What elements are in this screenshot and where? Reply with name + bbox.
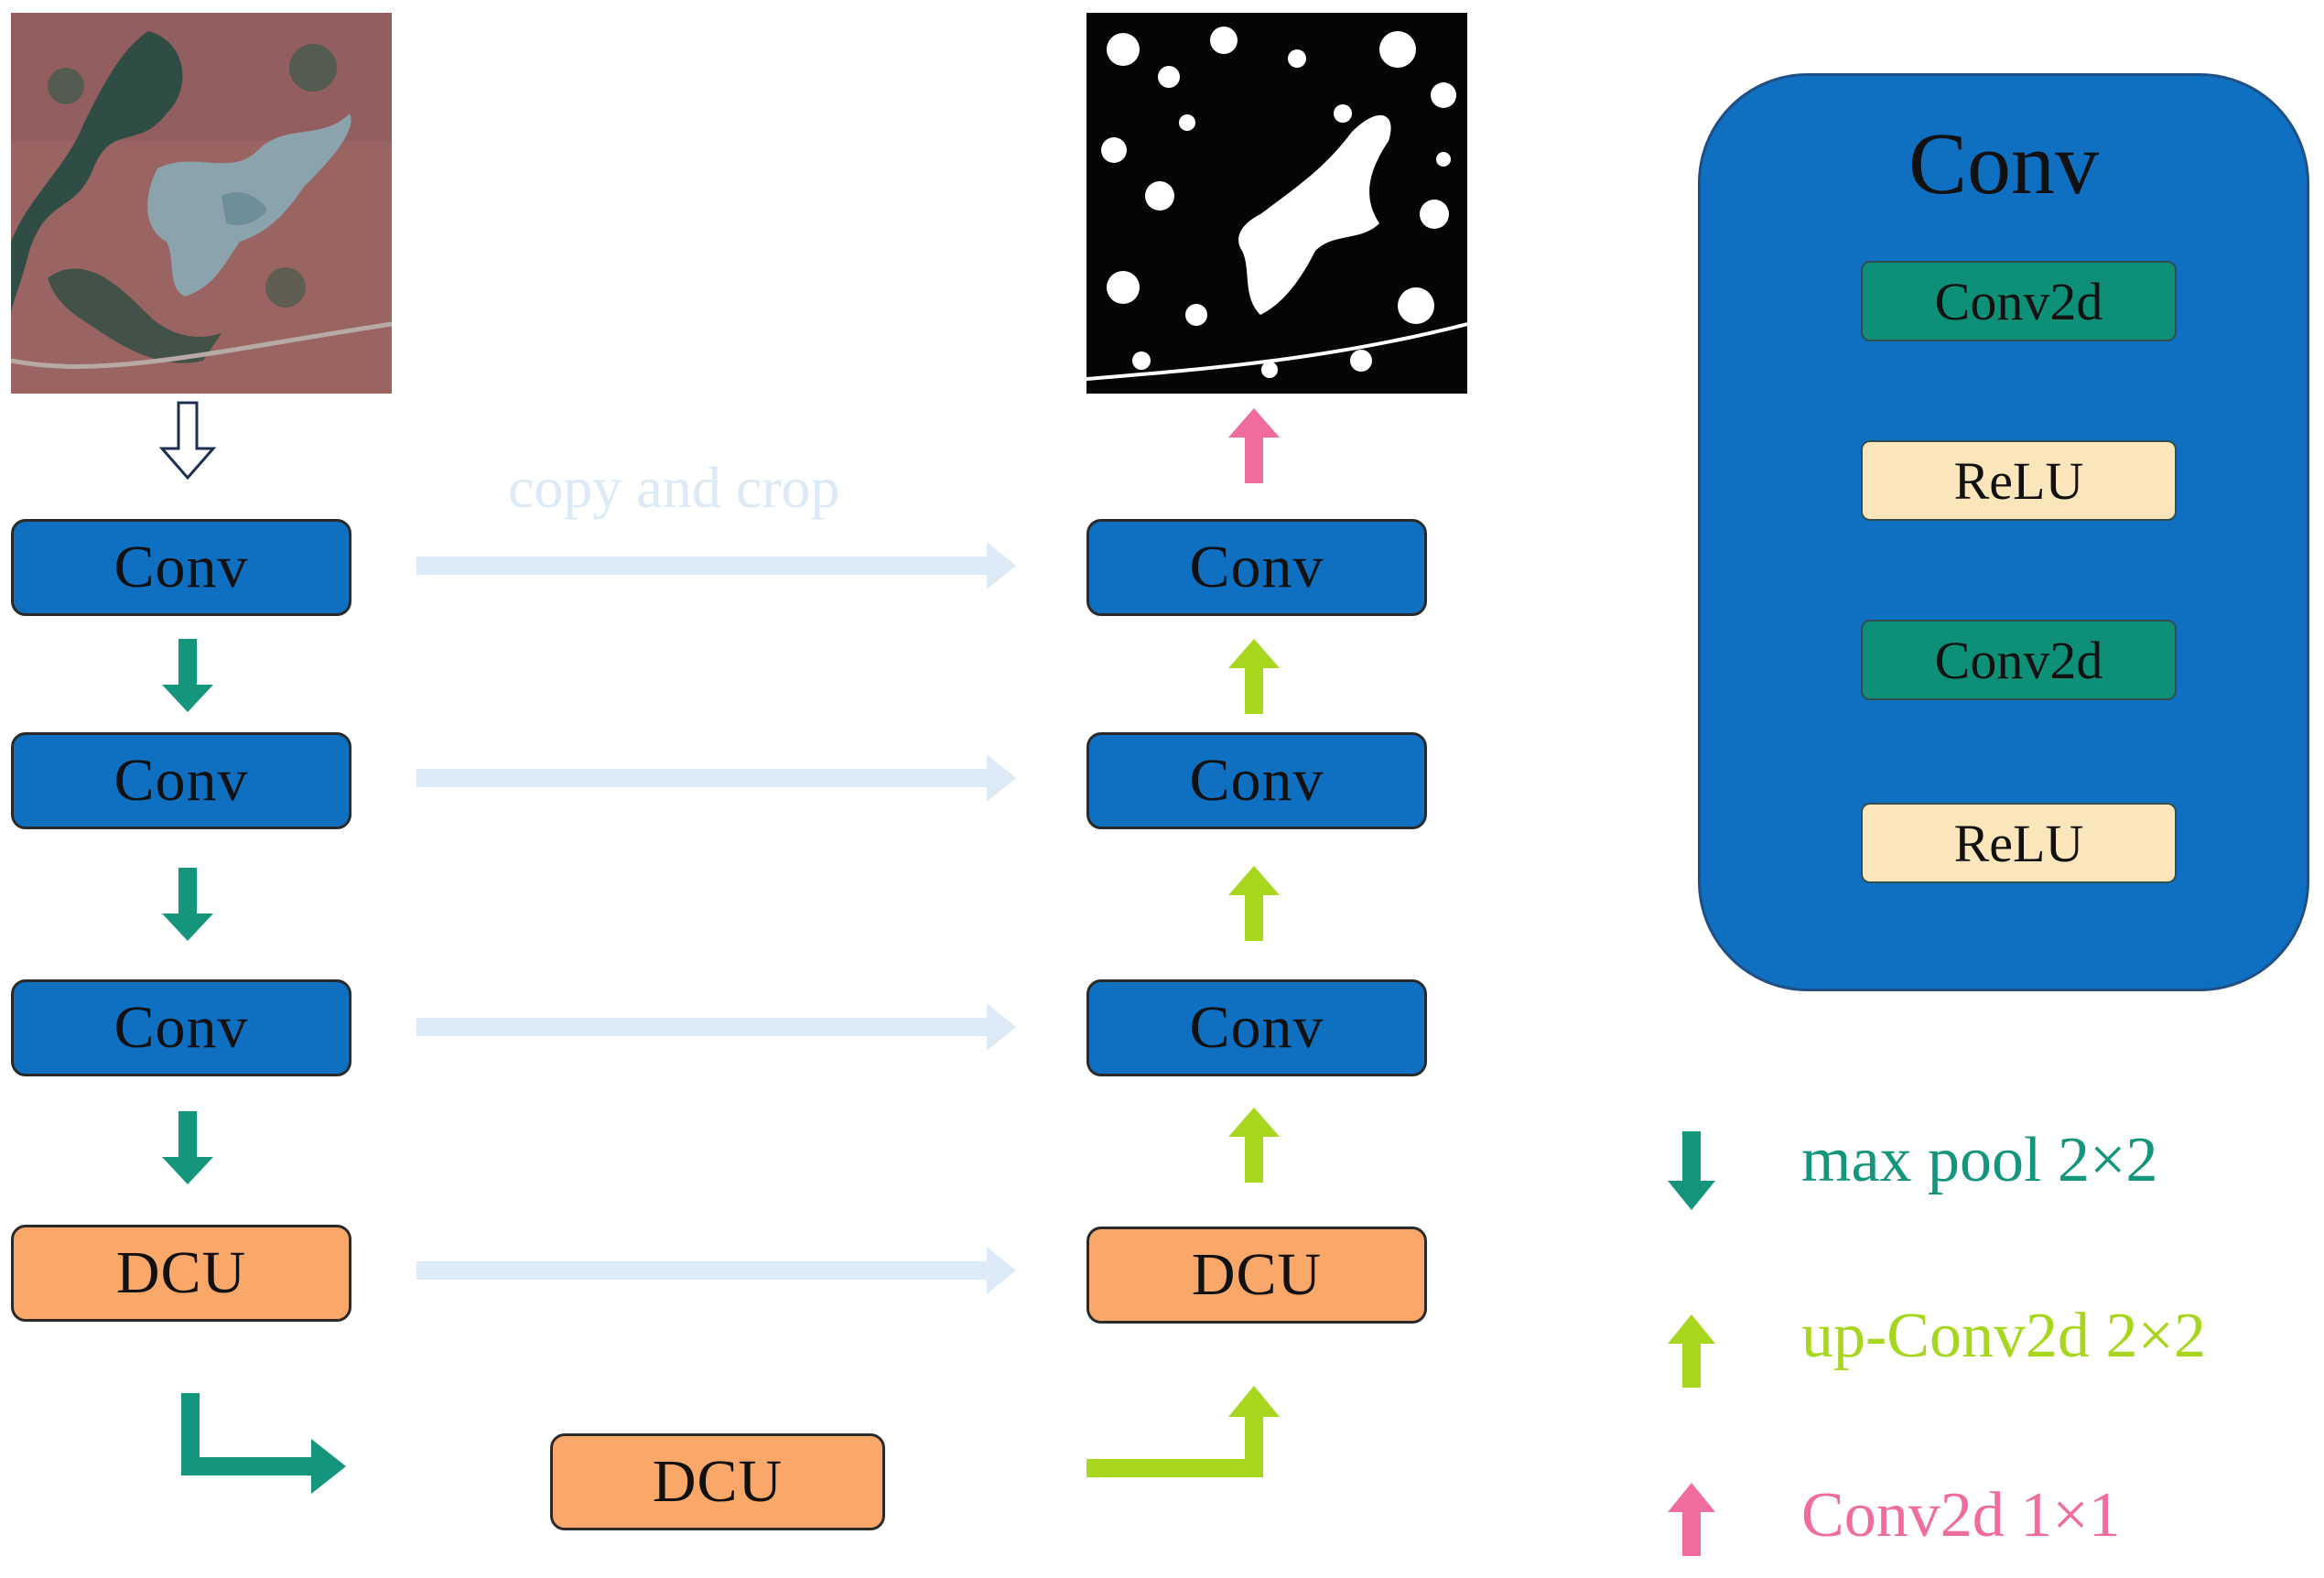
decoder-conv-2: Conv — [1086, 732, 1427, 829]
panel-conv2d-1: Conv2d — [1861, 261, 2177, 341]
input-satellite-image — [11, 13, 392, 394]
bottleneck-dcu: DCU — [550, 1433, 885, 1530]
bottleneck-to-decoder-arrow — [1086, 1386, 1280, 1477]
legend-maxpool-icon — [1668, 1131, 1715, 1210]
panel-relu-2: ReLU — [1861, 803, 2177, 883]
upconv-arrows — [1228, 639, 1280, 1183]
panel-conv2d-2: Conv2d — [1861, 620, 2177, 700]
panel-relu-1: ReLU — [1861, 440, 2177, 521]
decoder-conv-1: Conv — [1086, 519, 1427, 616]
encoder-conv-2: Conv — [11, 732, 351, 829]
decoder-conv-3: Conv — [1086, 979, 1427, 1076]
skip-connection-label: copy and crop — [508, 455, 840, 520]
skip-arrows — [416, 542, 1016, 1294]
legend-conv1x1-icon — [1668, 1483, 1715, 1556]
encoder-dcu: DCU — [11, 1225, 351, 1322]
output-water-mask — [1086, 13, 1467, 394]
legend-maxpool-label: max pool 2×2 — [1801, 1125, 2158, 1195]
encoder-to-bottleneck-arrow — [181, 1393, 346, 1494]
encoder-conv-1: Conv — [11, 519, 351, 616]
legend-upconv-label: up-Conv2d 2×2 — [1801, 1301, 2206, 1371]
conv-detail-title: Conv — [1908, 114, 2100, 212]
encoder-conv-3: Conv — [11, 979, 351, 1076]
maxpool-arrows — [162, 639, 213, 1184]
input-arrow — [158, 401, 217, 481]
decoder-dcu: DCU — [1086, 1227, 1427, 1324]
conv1x1-arrow — [1228, 408, 1280, 483]
legend-upconv-icon — [1668, 1314, 1715, 1388]
conv-detail-panel: Conv Conv2d ReLU Conv2d ReLU — [1698, 73, 2309, 991]
legend-conv1x1-label: Conv2d 1×1 — [1801, 1480, 2121, 1551]
